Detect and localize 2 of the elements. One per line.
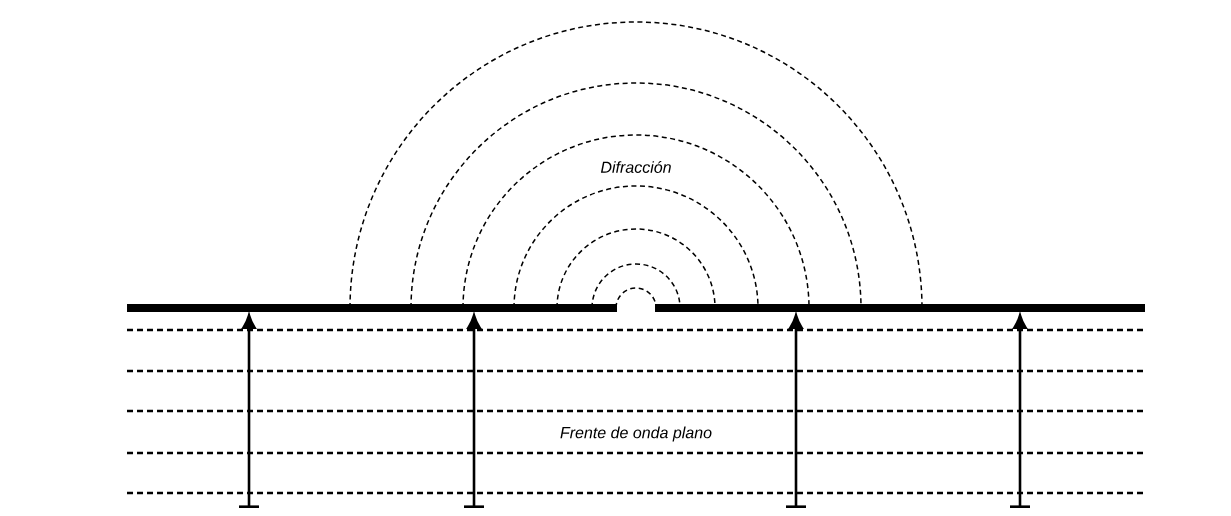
wave-label: Frente de onda plano: [560, 426, 712, 442]
wave-label: Difracción: [600, 161, 671, 173]
